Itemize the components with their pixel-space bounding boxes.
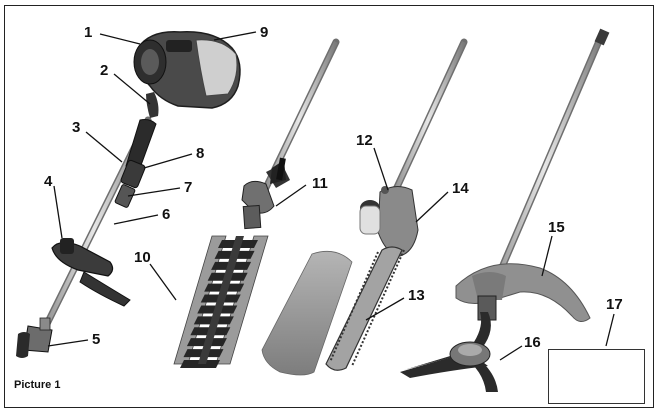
part-number-4: 4 [44,173,53,190]
figure-caption: Picture 1 [14,379,61,391]
part-number-11: 11 [312,175,328,192]
spool-inset-box [548,349,645,404]
part-number-15: 15 [548,219,565,236]
figure-frame [4,5,654,408]
part-number-10: 10 [134,249,151,266]
part-number-2: 2 [100,62,108,79]
part-number-12: 12 [356,132,373,149]
part-number-7: 7 [184,179,192,196]
hedge-trimmer-attachment [173,38,340,368]
leader-lines [47,31,615,361]
part-number-5: 5 [92,331,100,348]
chain-cover [261,250,353,376]
part-number-14: 14 [452,180,469,197]
part-number-16: 16 [524,334,541,351]
part-numbers: 1 2 3 4 5 6 7 8 9 10 11 12 13 14 15 16 1… [44,24,623,351]
brush-cutter-attachment [400,28,610,392]
hedge-blade [173,235,269,368]
part-number-17: 17 [606,296,623,313]
part-number-6: 6 [162,206,170,223]
part-number-1: 1 [84,24,92,41]
part-number-13: 13 [408,287,425,304]
part-number-8: 8 [196,145,204,162]
part-number-9: 9 [260,24,268,41]
part-number-3: 3 [72,119,80,136]
pole-saw-attachment [325,38,468,371]
powerhead-unit [16,31,241,358]
